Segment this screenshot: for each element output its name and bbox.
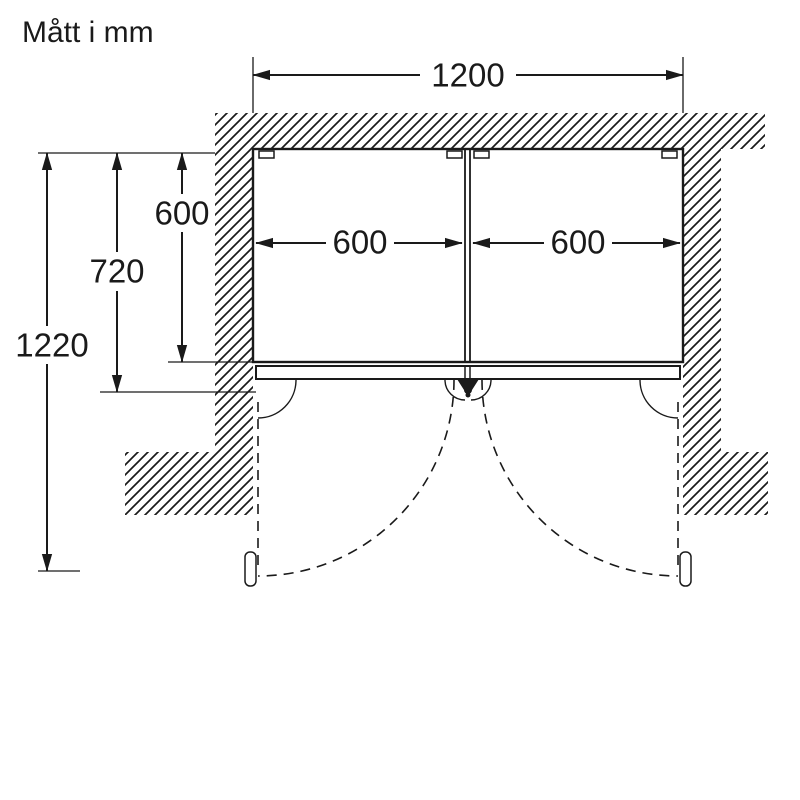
door-front bbox=[255, 365, 681, 398]
hinge-bracket-right bbox=[661, 150, 678, 159]
hinge-bracket-left bbox=[258, 150, 275, 159]
hinge-arc-center-left bbox=[444, 379, 466, 401]
hinge-arcs bbox=[257, 379, 679, 419]
open-door-profile-left bbox=[244, 551, 257, 587]
door-swing-arc-right bbox=[481, 379, 679, 577]
hinge-bracket-center-right bbox=[473, 150, 490, 159]
wall-hatch-top bbox=[215, 113, 765, 149]
dim-label-right-door-width: 600 bbox=[550, 224, 605, 261]
dim-right-door-width: 600 bbox=[472, 224, 681, 261]
wall-hatch-right-foot bbox=[683, 452, 768, 515]
wall-hatch-left-foot bbox=[125, 452, 253, 515]
hinge-arc-center-right bbox=[470, 379, 492, 401]
door-front-band bbox=[255, 365, 681, 380]
hinge-arc-right bbox=[639, 379, 679, 419]
dim-label-depth-doors-open: 1220 bbox=[15, 327, 88, 364]
center-hinge-detail bbox=[457, 379, 479, 394]
door-swing-projection bbox=[244, 379, 692, 587]
wall-hatch-left bbox=[215, 149, 253, 452]
dim-depth-body: 600 bbox=[154, 152, 210, 363]
dim-depth-doors-open: 1220 bbox=[15, 152, 89, 572]
niche-walls bbox=[125, 113, 768, 515]
dim-label-depth-with-door: 720 bbox=[89, 253, 144, 290]
hinge-bracket-center-left bbox=[446, 150, 463, 159]
diagram-title: Mått i mm bbox=[22, 16, 154, 49]
door-swing-arc-left bbox=[257, 379, 455, 577]
wall-hatch-right bbox=[683, 149, 721, 452]
dim-niche-width: 1200 bbox=[252, 57, 684, 94]
dim-label-depth-body: 600 bbox=[154, 195, 209, 232]
dim-left-door-width: 600 bbox=[255, 224, 463, 261]
hinge-arc-left bbox=[257, 379, 297, 419]
dim-depth-with-door: 720 bbox=[89, 152, 145, 393]
open-door-profile-right bbox=[679, 551, 692, 587]
dim-label-left-door-width: 600 bbox=[332, 224, 387, 261]
appliance-cabinet bbox=[251, 147, 685, 364]
appliance-body bbox=[251, 147, 685, 364]
center-hinge-pin bbox=[465, 392, 471, 398]
dim-label-niche-width: 1200 bbox=[431, 57, 504, 94]
